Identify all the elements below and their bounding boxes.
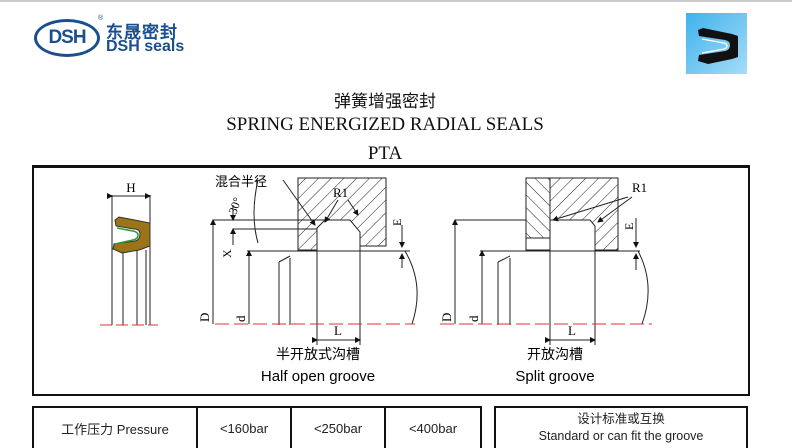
label-d-split: d (466, 315, 481, 322)
product-code: PTA (367, 143, 403, 164)
logo-en: DSH seals (106, 38, 185, 55)
label-angle: 30° (226, 195, 245, 216)
label-E-split: E (622, 223, 636, 230)
seal-profile (100, 193, 158, 326)
top-border (0, 0, 792, 2)
seal-body (112, 216, 151, 254)
standard-table: 设计标准或互换 Standard or can fit the groove (494, 406, 748, 448)
standard-cell: 设计标准或互换 Standard or can fit the groove (496, 408, 746, 448)
label-E: E (390, 219, 404, 226)
pressure-value: <400bar (408, 420, 458, 436)
spring (114, 227, 139, 245)
label-d: d (233, 315, 248, 322)
logo-mark: DSH (34, 19, 100, 57)
standard-cn: 设计标准或互换 (577, 412, 665, 426)
label-L-split: L (568, 323, 576, 338)
caption-half-open-cn: 半开放式沟槽 (276, 347, 360, 363)
pressure-value: <250bar (292, 408, 386, 448)
label-H: H (126, 180, 135, 195)
registered-mark: ® (98, 15, 104, 22)
standard-en: Standard or can fit the groove (538, 429, 704, 443)
label-R1: R1 (333, 185, 348, 200)
caption-half-open-en: Half open groove (261, 368, 375, 385)
dsh-logo: DSH ® 东晟密封 DSH seals (34, 15, 194, 59)
caption-split-en: Split groove (515, 368, 594, 385)
label-blend-radius: 混合半径 (215, 175, 267, 190)
drawing-frame (32, 165, 750, 396)
label-D-split: D (439, 313, 454, 322)
u-cup-seal-profile-icon (686, 13, 747, 74)
logo-cn: 东晟密封 (106, 23, 178, 43)
label-D: D (197, 313, 212, 322)
title-cn: 弹簧增强密封 (334, 92, 436, 112)
caption-split-cn: 开放沟槽 (527, 347, 583, 363)
label-L: L (334, 323, 342, 338)
label-X: X (220, 249, 234, 258)
split-groove-drawing (440, 177, 652, 345)
half-open-groove-drawing (210, 177, 418, 345)
label-R1-split: R1 (632, 180, 647, 195)
pressure-label: 工作压力 Pressure (34, 408, 198, 448)
pressure-value: <160bar (198, 408, 292, 448)
pressure-table: 工作压力 Pressure <160bar <250bar <400bar (32, 406, 482, 448)
title-en: SPRING ENERGIZED RADIAL SEALS (226, 114, 544, 135)
